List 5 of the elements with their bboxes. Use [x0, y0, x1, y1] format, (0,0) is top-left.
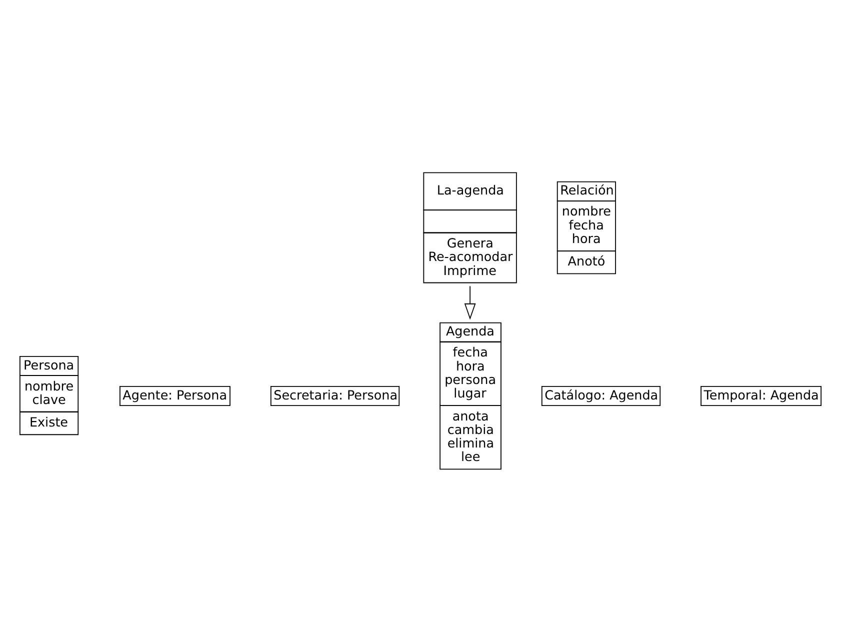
node-box: Temporal: Agenda	[700, 385, 822, 406]
arrow	[464, 285, 476, 320]
node-box: Agente: Persona	[120, 385, 230, 406]
node-box: Secretaria: Persona	[270, 385, 400, 406]
node-box: Catálogo: Agenda	[541, 385, 661, 406]
